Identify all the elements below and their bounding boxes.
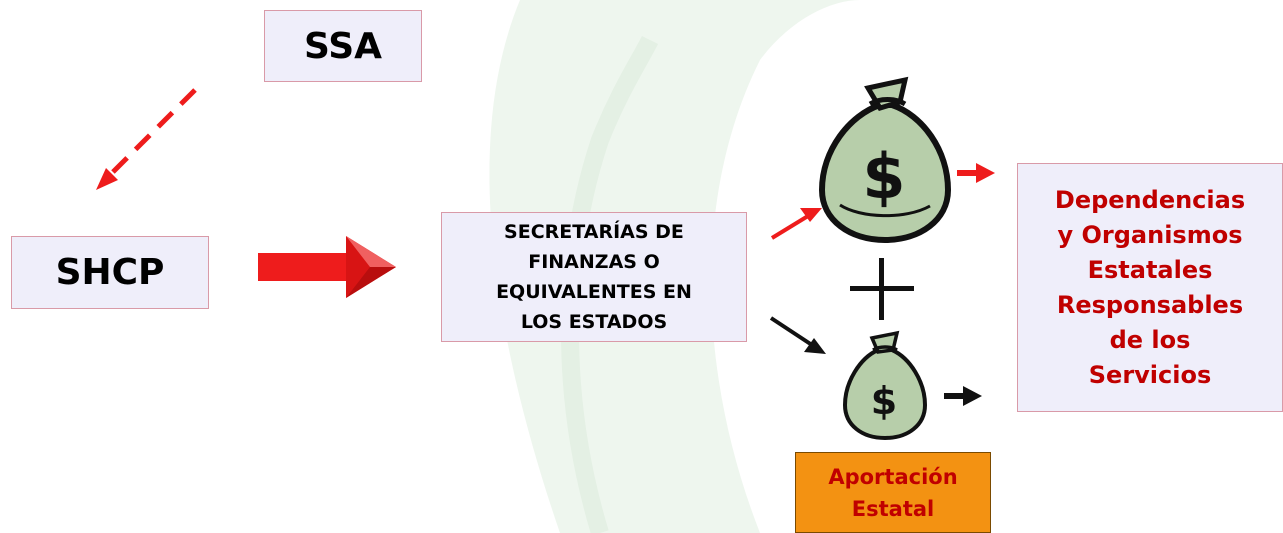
aportacion-estatal-label: Aportación Estatal xyxy=(828,464,958,521)
ssa-to-shcp-dashed-arrow xyxy=(96,88,197,190)
ssa-node: SSA xyxy=(264,10,422,82)
secretarias-label: SECRETARÍAS DE FINANZAS O EQUIVALENTES E… xyxy=(496,221,692,333)
shcp-node: SHCP xyxy=(11,236,209,309)
federal-bag-currency-symbol: $ xyxy=(862,140,905,213)
aportacion-estatal-node: Aportación Estatal xyxy=(795,452,991,533)
dependencias-label: Dependencias y Organismos Estatales Resp… xyxy=(1054,185,1246,389)
shcp-label: SHCP xyxy=(55,252,165,293)
shcp-to-secretarias-block-arrow xyxy=(258,236,396,298)
state-bag-currency-symbol: $ xyxy=(871,379,897,423)
federal-money-bag-icon: $ xyxy=(818,76,952,244)
secretarias-to-state-bag-arrow xyxy=(769,316,826,354)
state-money-bag-icon: $ xyxy=(842,330,928,441)
secretarias-node: SECRETARÍAS DE FINANZAS O EQUIVALENTES E… xyxy=(441,212,747,342)
secretarias-to-federal-bag-arrow xyxy=(770,208,822,240)
plus-sign xyxy=(850,258,914,320)
ssa-label: SSA xyxy=(303,25,383,67)
federal-bag-to-dependencias-arrow xyxy=(957,163,995,183)
state-bag-to-dependencias-arrow xyxy=(944,386,982,406)
